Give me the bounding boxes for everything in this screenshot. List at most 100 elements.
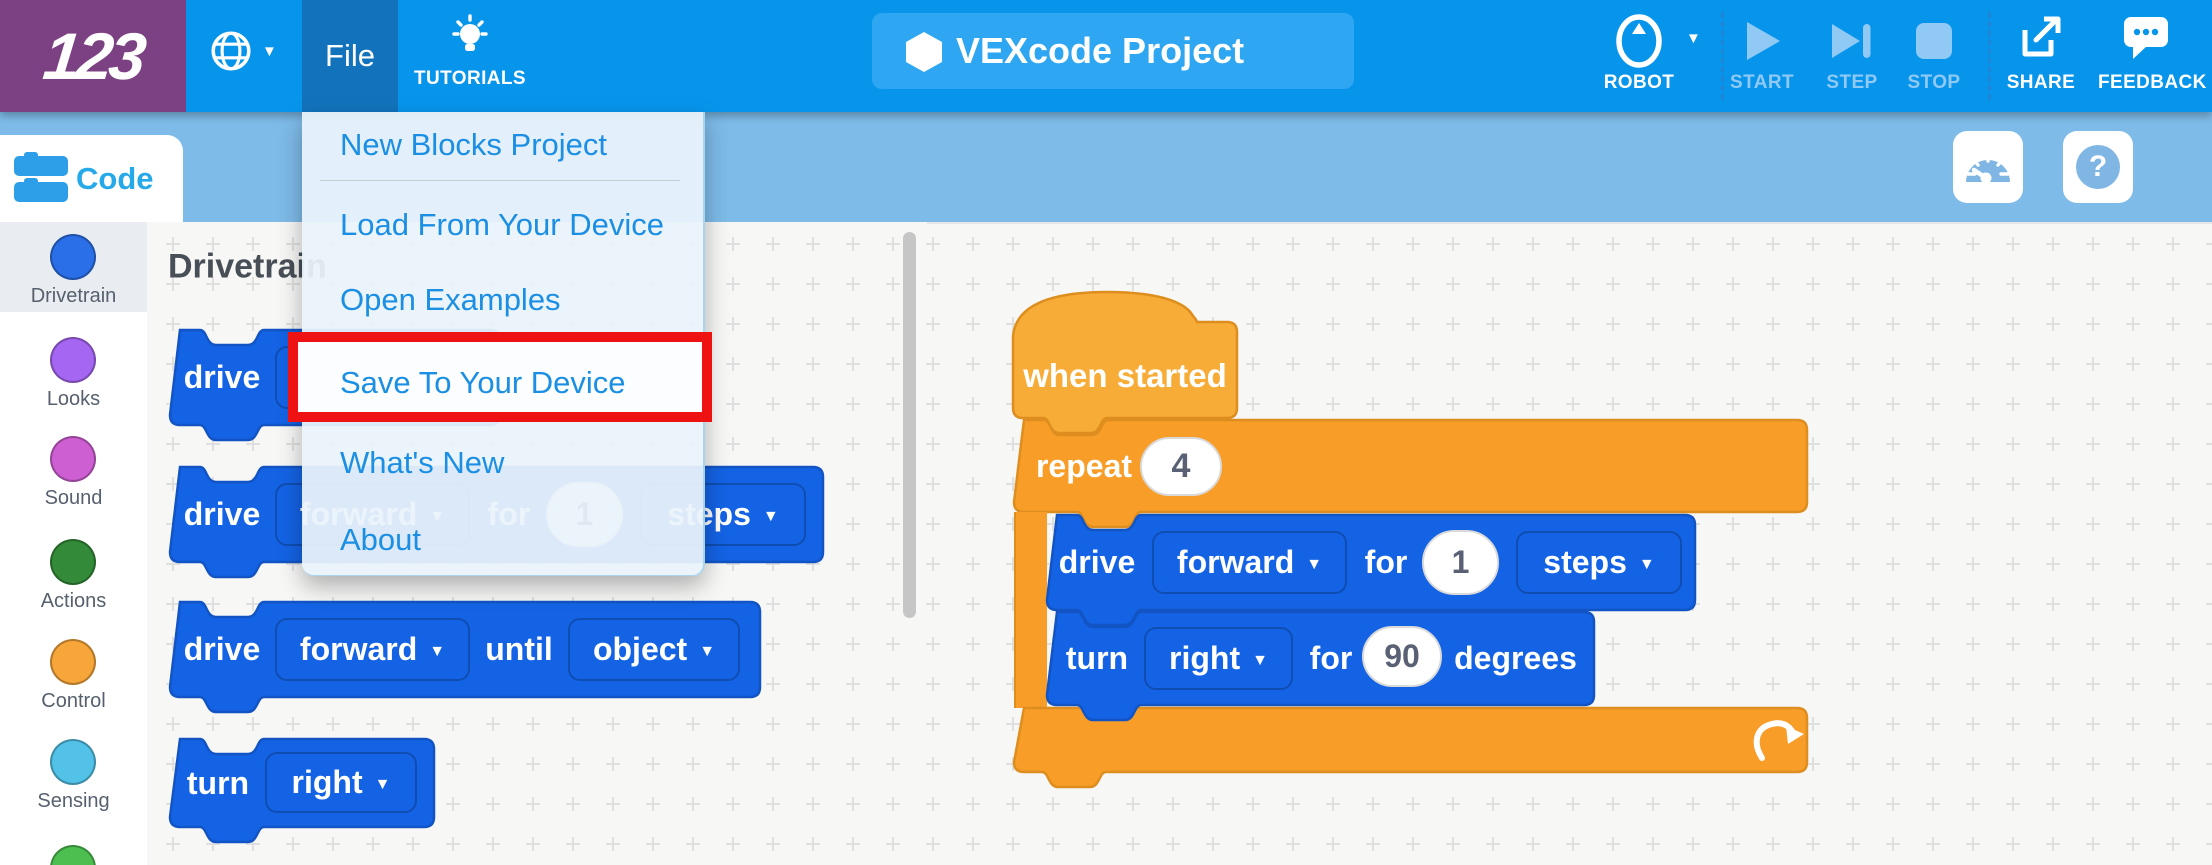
- project-name-pill[interactable]: VEXcode Project: [872, 13, 1354, 89]
- category-drivetrain-icon[interactable]: [50, 234, 96, 280]
- stop-icon[interactable]: [1916, 23, 1952, 59]
- project-name: VEXcode Project: [956, 30, 1245, 71]
- drive-unit-dropdown[interactable]: steps ▼: [1516, 531, 1682, 594]
- drive-until-dropdown[interactable]: object ▼: [568, 618, 740, 681]
- code-blocks-icon: [14, 152, 68, 202]
- drive-label: drive: [183, 496, 261, 532]
- palette-scrollbar[interactable]: [903, 232, 916, 618]
- menu-item-open-examples[interactable]: Open Examples: [340, 282, 561, 317]
- when-started-block[interactable]: when started: [1011, 290, 1239, 435]
- menu-item-load-from-your-device[interactable]: Load From Your Device: [340, 207, 664, 242]
- tab-code[interactable]: Code: [0, 135, 183, 222]
- robot-icon[interactable]: [1612, 10, 1666, 70]
- category-sound-icon[interactable]: [50, 436, 96, 482]
- sidebar-item-sensing[interactable]: Sensing: [37, 790, 110, 812]
- drive-for-label: for: [1364, 544, 1408, 580]
- start-icon[interactable]: [1744, 20, 1782, 62]
- dashboard-gauge-button[interactable]: [1953, 131, 2023, 203]
- block-category-sidebar: Drivetrain Looks Sound Actions Control S…: [0, 222, 147, 865]
- sidebar-item-looks[interactable]: Looks: [46, 388, 101, 410]
- drive-forward-steps-block[interactable]: drive forward ▼ for 1 steps ▼: [1045, 513, 1697, 627]
- category-control-icon[interactable]: [50, 639, 96, 685]
- file-dropdown-menu: New Blocks Project Load From Your Device…: [288, 112, 712, 576]
- sidebar-item-drivetrain[interactable]: Drivetrain: [30, 285, 117, 307]
- palette-drive-until-block[interactable]: drive forward ▼ until object ▼: [168, 600, 762, 714]
- drive-direction-value: forward: [1176, 544, 1295, 580]
- share-button-label[interactable]: SHARE: [2006, 72, 2076, 93]
- drive-label: drive: [1058, 544, 1136, 580]
- when-started-label: when started: [1023, 357, 1227, 394]
- gauge-icon: [1966, 152, 2010, 184]
- chevron-down-icon: ▼: [1638, 555, 1655, 573]
- file-menu-button[interactable]: File: [302, 0, 398, 112]
- tutorials-button[interactable]: TUTORIALS: [414, 68, 526, 89]
- app-logo-label: 123: [40, 19, 146, 93]
- menu-item-save-to-your-device[interactable]: Save To Your Device: [340, 365, 626, 400]
- category-looks-icon[interactable]: [50, 337, 96, 383]
- sidebar-item-sound[interactable]: Sound: [44, 487, 103, 509]
- feedback-icon[interactable]: [2122, 14, 2170, 60]
- save-to-device-highlight-box: [288, 332, 712, 422]
- category-actions-icon[interactable]: [50, 539, 96, 585]
- chevron-down-icon: ▼: [374, 775, 391, 793]
- app-logo-123[interactable]: 123: [0, 0, 186, 112]
- drive-direction-dropdown[interactable]: forward ▼: [275, 618, 470, 681]
- repeat-block-spine[interactable]: [1014, 512, 1047, 708]
- palette-turn-block[interactable]: turn right ▼: [168, 737, 436, 844]
- chevron-down-icon: ▼: [1306, 555, 1323, 573]
- top-navigation-bar: 123 ▼ File TUTORIALS VEXcode Project: [0, 0, 2212, 112]
- turn-direction-dropdown[interactable]: right ▼: [265, 752, 417, 813]
- drive-until-label: until: [485, 631, 553, 667]
- turn-direction-value: right: [291, 764, 363, 800]
- canvas-top-border: [927, 222, 2212, 224]
- sidebar-item-control[interactable]: Control: [41, 690, 106, 712]
- turn-direction-value: right: [1169, 640, 1241, 676]
- language-chevron-down-icon[interactable]: ▼: [262, 43, 277, 60]
- repeat-block-bottom[interactable]: [1012, 706, 1809, 789]
- repeat-count-input[interactable]: 4: [1140, 437, 1222, 496]
- language-globe-icon[interactable]: [208, 28, 254, 74]
- tutorials-lightbulb-icon[interactable]: [450, 10, 490, 58]
- toolbar-divider: [1988, 12, 1991, 100]
- turn-right-degrees-block[interactable]: turn right ▼ for 90 degrees: [1045, 610, 1596, 722]
- question-mark-icon: ?: [2076, 145, 2120, 189]
- turn-unit-label: degrees: [1454, 640, 1577, 676]
- turn-label: turn: [1065, 640, 1129, 676]
- feedback-button-label[interactable]: FEEDBACK: [2098, 72, 2207, 93]
- hexagon-project-icon: [906, 32, 942, 72]
- stop-button-label[interactable]: STOP: [1907, 72, 1961, 93]
- chevron-down-icon: ▼: [762, 507, 779, 525]
- robot-chevron-down-icon[interactable]: ▼: [1686, 30, 1701, 47]
- tab-code-label: Code: [76, 160, 154, 196]
- turn-direction-dropdown[interactable]: right ▼: [1144, 627, 1293, 690]
- turn-label: turn: [186, 764, 250, 801]
- menu-item-about[interactable]: About: [340, 522, 422, 557]
- sidebar-item-actions[interactable]: Actions: [40, 590, 107, 612]
- share-icon[interactable]: [2016, 12, 2066, 62]
- drive-label: drive: [183, 631, 261, 667]
- repeat-loop-icon: [1753, 720, 1804, 761]
- menu-item-new-blocks-project[interactable]: New Blocks Project: [340, 127, 608, 162]
- category-sensing-icon[interactable]: [50, 739, 96, 785]
- turn-degrees-input[interactable]: 90: [1362, 626, 1442, 687]
- toolbar-divider: [1721, 12, 1724, 100]
- drive-steps-input[interactable]: 1: [1422, 530, 1499, 595]
- chevron-down-icon: ▼: [429, 642, 446, 660]
- category-operators-icon[interactable]: [50, 845, 96, 865]
- robot-button-label[interactable]: ROBOT: [1603, 72, 1675, 93]
- palette-header: Drivetrain: [168, 247, 327, 286]
- help-button[interactable]: ?: [2063, 131, 2133, 203]
- drive-unit-value: steps: [1543, 544, 1627, 580]
- drive-direction-value: forward: [299, 631, 418, 667]
- drive-label: drive: [183, 359, 261, 395]
- start-button-label[interactable]: START: [1730, 72, 1794, 93]
- drive-until-value: object: [592, 631, 688, 667]
- step-icon[interactable]: [1830, 20, 1872, 62]
- file-menu-label: File: [325, 38, 375, 73]
- chevron-down-icon: ▼: [699, 642, 716, 660]
- menu-item-whats-new[interactable]: What's New: [340, 445, 505, 480]
- repeat-block-top[interactable]: repeat 4: [1012, 418, 1809, 529]
- step-button-label[interactable]: STEP: [1826, 72, 1878, 93]
- drive-direction-dropdown[interactable]: forward ▼: [1152, 531, 1347, 594]
